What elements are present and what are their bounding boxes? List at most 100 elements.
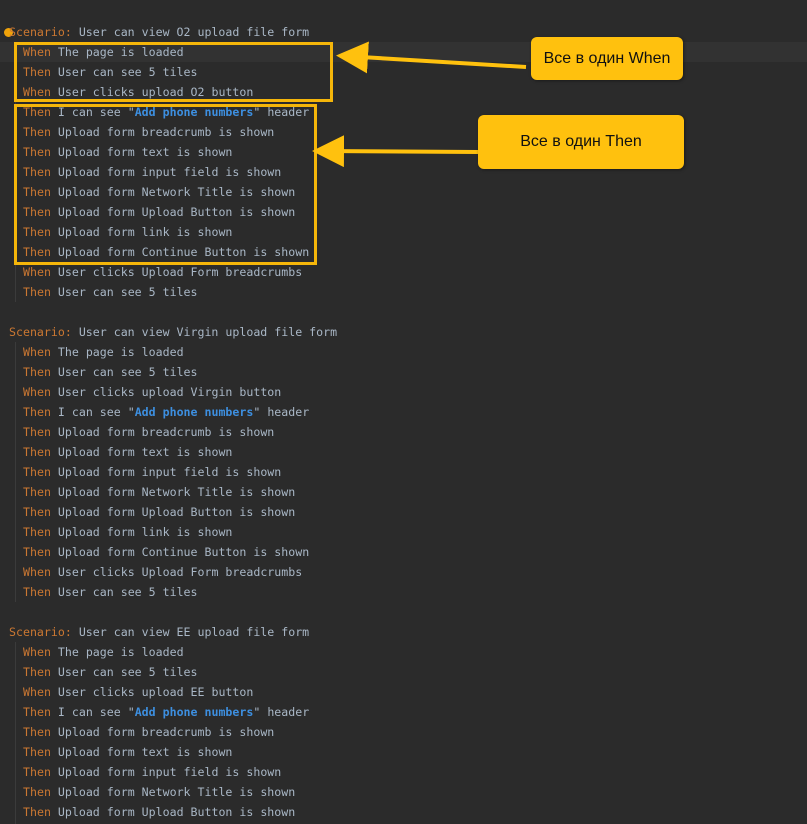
step-keyword: Then [23, 665, 51, 679]
scenario-keyword: Scenario [9, 25, 65, 39]
scenario-keyword: Scenario [9, 325, 65, 339]
step-line[interactable]: Then Upload form text is shown [23, 442, 232, 462]
step-keyword: Then [23, 485, 51, 499]
step-line[interactable]: Then User can see 5 tiles [23, 62, 198, 82]
step-line[interactable]: Then User can see 5 tiles [23, 362, 198, 382]
step-line[interactable]: Then Upload form Continue Button is show… [23, 542, 309, 562]
scenario-colon: : [64, 325, 72, 339]
scenario-colon: : [64, 625, 72, 639]
step-string-literal: Add phone numbers [134, 105, 254, 119]
step-line[interactable]: Then Upload form text is shown [23, 142, 232, 162]
step-text: Upload form text is shown [57, 145, 233, 159]
step-keyword: Then [23, 185, 51, 199]
step-line[interactable]: Then Upload form Network Title is shown [23, 182, 295, 202]
step-keyword: Then [23, 245, 51, 259]
step-text: I can see " [57, 405, 135, 419]
when-steps-highlight-box [14, 42, 333, 102]
step-line[interactable]: Then Upload form Upload Button is shown [23, 502, 295, 522]
step-text: Upload form Upload Button is shown [57, 805, 296, 819]
step-line[interactable]: Then Upload form Network Title is shown [23, 782, 295, 802]
step-keyword: When [23, 385, 51, 399]
step-line[interactable]: Then I can see "Add phone numbers" heade… [23, 102, 309, 122]
step-line[interactable]: When User clicks upload EE button [23, 682, 253, 702]
then-callout-text: Все в один Then [520, 133, 642, 150]
step-keyword: Then [23, 725, 51, 739]
step-keyword: Then [23, 165, 51, 179]
step-line[interactable]: Then Upload form input field is shown [23, 762, 281, 782]
step-line[interactable]: Then I can see "Add phone numbers" heade… [23, 402, 309, 422]
step-text: Upload form input field is shown [57, 465, 282, 479]
step-text: " header [253, 105, 310, 119]
step-text: User clicks upload EE button [57, 685, 254, 699]
step-line[interactable]: Then User can see 5 tiles [23, 662, 198, 682]
step-line[interactable]: Then Upload form breadcrumb is shown [23, 122, 274, 142]
step-line[interactable]: Then I can see "Add phone numbers" heade… [23, 702, 309, 722]
step-text: User clicks Upload Form breadcrumbs [57, 565, 303, 579]
step-line[interactable]: When The page is loaded [23, 42, 184, 62]
step-text: Upload form Network Title is shown [57, 485, 296, 499]
step-line[interactable]: Then Upload form input field is shown [23, 162, 281, 182]
step-keyword: Then [23, 105, 51, 119]
step-keyword: Then [23, 805, 51, 819]
scenario-colon: : [64, 25, 72, 39]
step-keyword: Then [23, 445, 51, 459]
step-line[interactable]: When User clicks upload Virgin button [23, 382, 281, 402]
step-text: Upload form breadcrumb is shown [57, 125, 275, 139]
step-text: User can see 5 tiles [57, 65, 198, 79]
step-keyword: When [23, 685, 51, 699]
step-line[interactable]: Then User can see 5 tiles [23, 582, 198, 602]
step-keyword: When [23, 265, 51, 279]
step-keyword: Then [23, 465, 51, 479]
step-text: Upload form link is shown [57, 225, 233, 239]
step-line[interactable]: Then Upload form input field is shown [23, 462, 281, 482]
step-line[interactable]: When User clicks upload O2 button [23, 82, 253, 102]
step-keyword: Then [23, 545, 51, 559]
indent-guide [15, 342, 16, 602]
step-line[interactable]: Then Upload form Network Title is shown [23, 482, 295, 502]
step-text: User can see 5 tiles [57, 285, 198, 299]
step-line[interactable]: When User clicks Upload Form breadcrumbs [23, 262, 302, 282]
step-text: I can see " [57, 105, 135, 119]
step-line[interactable]: Then Upload form text is shown [23, 742, 232, 762]
step-keyword: When [23, 645, 51, 659]
scenario-line[interactable]: Scenario: User can view O2 upload file f… [9, 22, 309, 42]
step-keyword: Then [23, 785, 51, 799]
step-text: Upload form Network Title is shown [57, 185, 296, 199]
step-string-literal: Add phone numbers [134, 405, 254, 419]
step-keyword: Then [23, 585, 51, 599]
step-line[interactable]: Then Upload form link is shown [23, 222, 232, 242]
step-keyword: When [23, 565, 51, 579]
indent-guide [15, 642, 16, 824]
step-line[interactable]: When The page is loaded [23, 642, 184, 662]
step-line[interactable]: When User clicks Upload Form breadcrumbs [23, 562, 302, 582]
scenario-line[interactable]: Scenario: User can view Virgin upload fi… [9, 322, 337, 342]
step-line[interactable]: Then Upload form Continue Button is show… [23, 242, 309, 262]
step-keyword: Then [23, 285, 51, 299]
scenario-title: User can view Virgin upload file form [78, 325, 338, 339]
step-text: Upload form text is shown [57, 445, 233, 459]
step-keyword: Then [23, 145, 51, 159]
step-line[interactable]: Then Upload form Upload Button is shown [23, 202, 295, 222]
step-line[interactable]: Then Upload form breadcrumb is shown [23, 722, 274, 742]
intention-bulb-icon[interactable] [4, 28, 13, 37]
step-keyword: Then [23, 505, 51, 519]
step-keyword: Then [23, 405, 51, 419]
step-keyword: Then [23, 525, 51, 539]
step-text: Upload form Network Title is shown [57, 785, 296, 799]
step-keyword: Then [23, 765, 51, 779]
step-line[interactable]: Then Upload form Upload Button is shown [23, 802, 295, 822]
step-text: User clicks upload Virgin button [57, 385, 282, 399]
step-text: The page is loaded [57, 345, 184, 359]
step-line[interactable]: When The page is loaded [23, 342, 184, 362]
then-arrow [312, 135, 479, 168]
step-line[interactable]: Then Upload form link is shown [23, 522, 232, 542]
step-text: The page is loaded [57, 45, 184, 59]
step-text: Upload form input field is shown [57, 765, 282, 779]
step-keyword: Then [23, 125, 51, 139]
step-line[interactable]: Then Upload form breadcrumb is shown [23, 422, 274, 442]
step-line[interactable]: Then User can see 5 tiles [23, 282, 198, 302]
scenario-line[interactable]: Scenario: User can view EE upload file f… [9, 622, 309, 642]
step-text: Upload form breadcrumb is shown [57, 725, 275, 739]
step-text: User can see 5 tiles [57, 365, 198, 379]
